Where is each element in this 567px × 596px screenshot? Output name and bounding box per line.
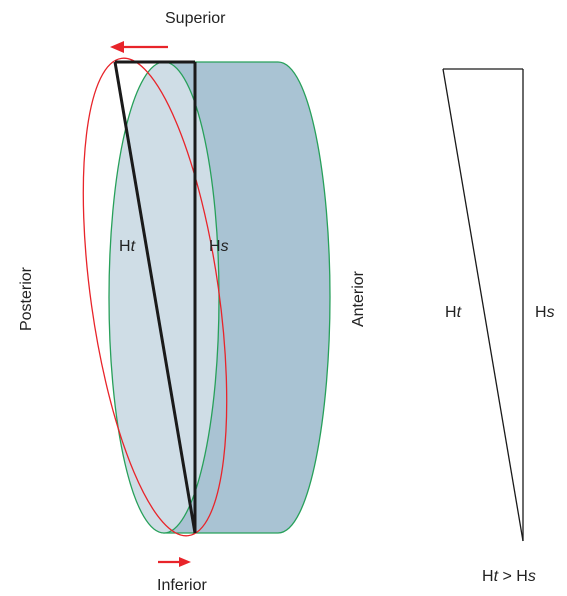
comparison-triangle	[442, 68, 524, 542]
ht-line	[113, 61, 197, 534]
tilted-plane-ellipse	[82, 57, 228, 537]
anterior-label: Anterior	[350, 270, 367, 328]
triangle-ht-label: Ht	[445, 304, 462, 321]
superior-arrow	[110, 41, 168, 53]
comparison-label: Ht > Hs	[482, 568, 536, 585]
posterior-label: Posterior	[18, 266, 35, 332]
triangle-hs-label: Hs	[535, 304, 555, 321]
inferior-label: Inferior	[157, 577, 207, 594]
cylinder-ht-label: Ht	[119, 238, 136, 255]
cylinder-hs-label: Hs	[209, 238, 229, 255]
inferior-arrow	[158, 557, 191, 567]
superior-label: Superior	[165, 10, 226, 27]
